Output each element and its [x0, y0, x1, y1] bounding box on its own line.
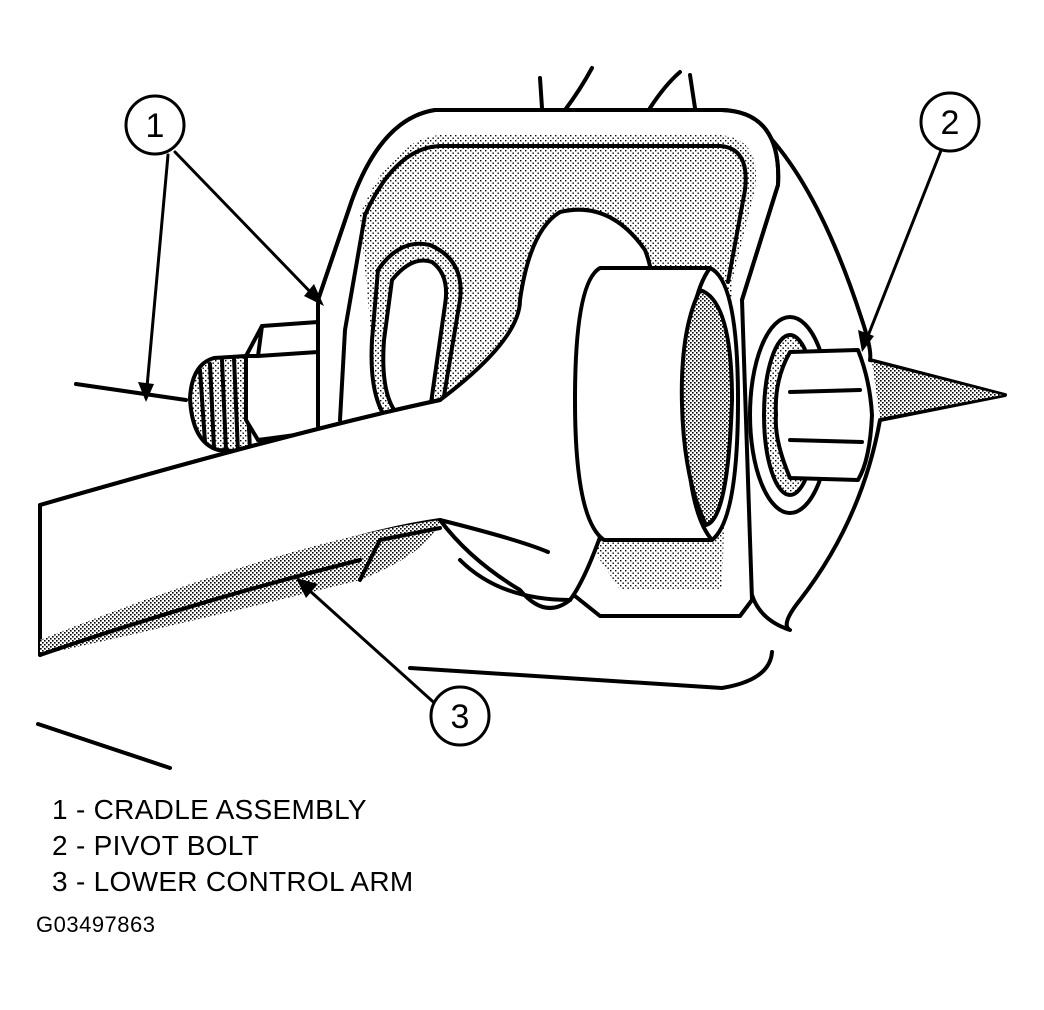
figure-id: G03497863	[36, 912, 156, 937]
callout-1-label: 1	[146, 107, 165, 145]
callout-1: 1	[124, 94, 186, 156]
callout-3-label: 3	[451, 698, 470, 736]
cradle-lower-edge	[36, 382, 774, 770]
cradle-rear-flange	[750, 130, 1007, 632]
legend-item-cradle-assembly: 1 - CRADLE ASSEMBLY	[52, 794, 367, 825]
callout-2-label: 2	[941, 104, 960, 142]
bolt-thread-end	[188, 354, 252, 454]
legend-item-pivot-bolt: 2 - PIVOT BOLT	[52, 830, 259, 861]
legend-item-lower-control-arm: 3 - LOWER CONTROL ARM	[52, 866, 414, 897]
body-lines	[538, 66, 697, 112]
suspension-diagram: 1 2 3	[36, 66, 1007, 770]
pivot-bolt	[748, 315, 874, 515]
legend: 1 - CRADLE ASSEMBLY 2 - PIVOT BOLT 3 - L…	[52, 792, 414, 900]
callout-2: 2	[919, 91, 981, 153]
bushing-collar	[573, 266, 740, 542]
callout-3: 3	[429, 685, 491, 747]
left-nut	[244, 320, 320, 442]
lower-control-arm	[38, 207, 656, 657]
leader-lines	[144, 146, 944, 710]
